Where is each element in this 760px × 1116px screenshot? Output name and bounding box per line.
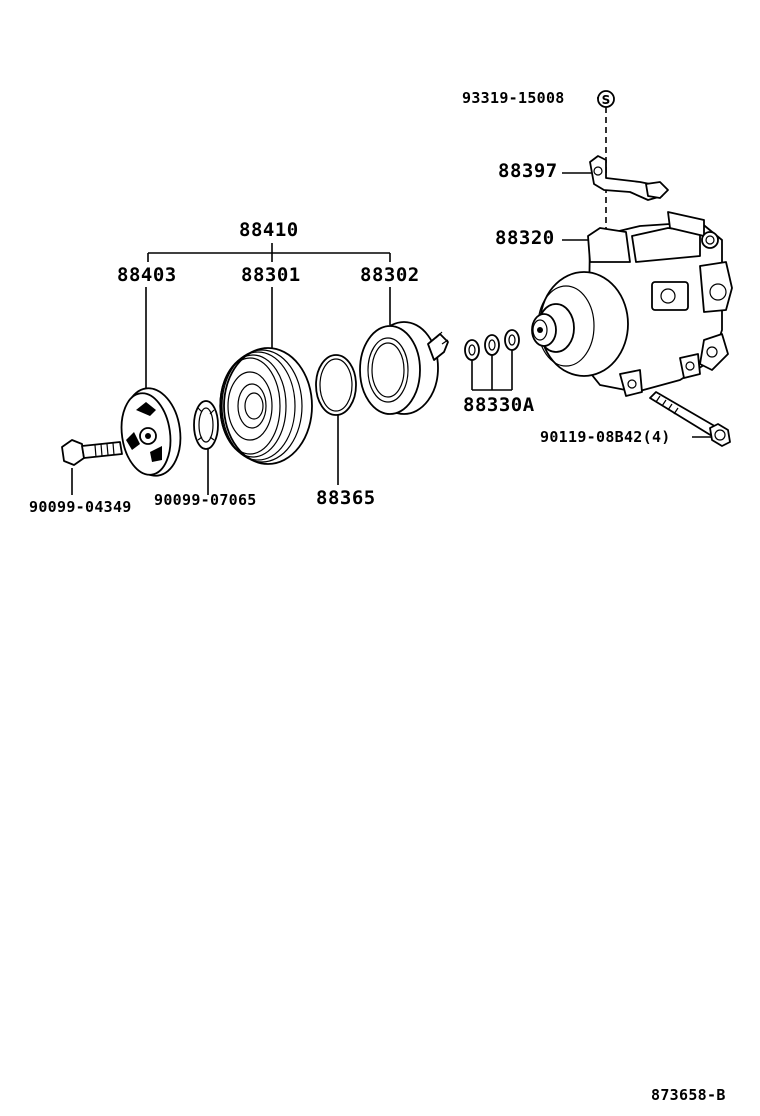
bracket-88397	[589, 155, 669, 201]
shim-90099-07065	[193, 400, 219, 450]
part-label-88397: 88397	[498, 160, 558, 182]
part-label-90119-08B42: 90119-08B42(4)	[540, 428, 671, 446]
bolt-90099-04349	[61, 439, 123, 466]
clutch-plate-88403	[120, 387, 182, 477]
part-label-90099-07065: 90099-07065	[154, 491, 257, 509]
part-label-93319-15008: 93319-15008	[462, 89, 565, 107]
compressor-88320	[531, 211, 733, 397]
svg-text:S: S	[602, 93, 611, 107]
drawing-number: 873658-B	[651, 1086, 726, 1104]
part-label-88320: 88320	[495, 227, 555, 249]
shims-88330A	[464, 329, 520, 361]
part-label-88330A: 88330A	[463, 394, 535, 416]
snap-ring-88365	[315, 354, 357, 416]
part-label-88410: 88410	[239, 219, 299, 241]
stator-88302	[359, 321, 449, 415]
part-label-88301: 88301	[241, 264, 301, 286]
part-label-88403: 88403	[117, 264, 177, 286]
part-label-88302: 88302	[360, 264, 420, 286]
part-label-88365: 88365	[316, 487, 376, 509]
stud-93319-15008: S	[597, 90, 615, 108]
pulley-88301	[219, 347, 313, 465]
bolt-90119-08B42	[649, 391, 731, 447]
part-label-90099-04349: 90099-04349	[29, 498, 132, 516]
